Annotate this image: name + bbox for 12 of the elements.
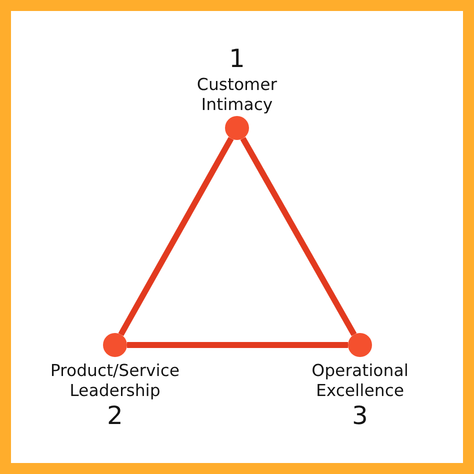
vertex-dot xyxy=(225,116,249,140)
triangle-side xyxy=(240,136,357,336)
triangle-side xyxy=(127,342,348,348)
vertex-label: Customer Intimacy xyxy=(196,75,278,114)
vertex-number: 3 xyxy=(352,402,368,430)
vertex-label: Operational Excellence xyxy=(310,361,410,400)
vertex-dot xyxy=(348,333,372,357)
vertex-number: 1 xyxy=(229,45,245,73)
vertex-number: 2 xyxy=(107,402,123,430)
triangle-side xyxy=(118,137,234,336)
vertex-dot xyxy=(103,333,127,357)
vertex-label: Product/Service Leadership xyxy=(49,361,181,400)
